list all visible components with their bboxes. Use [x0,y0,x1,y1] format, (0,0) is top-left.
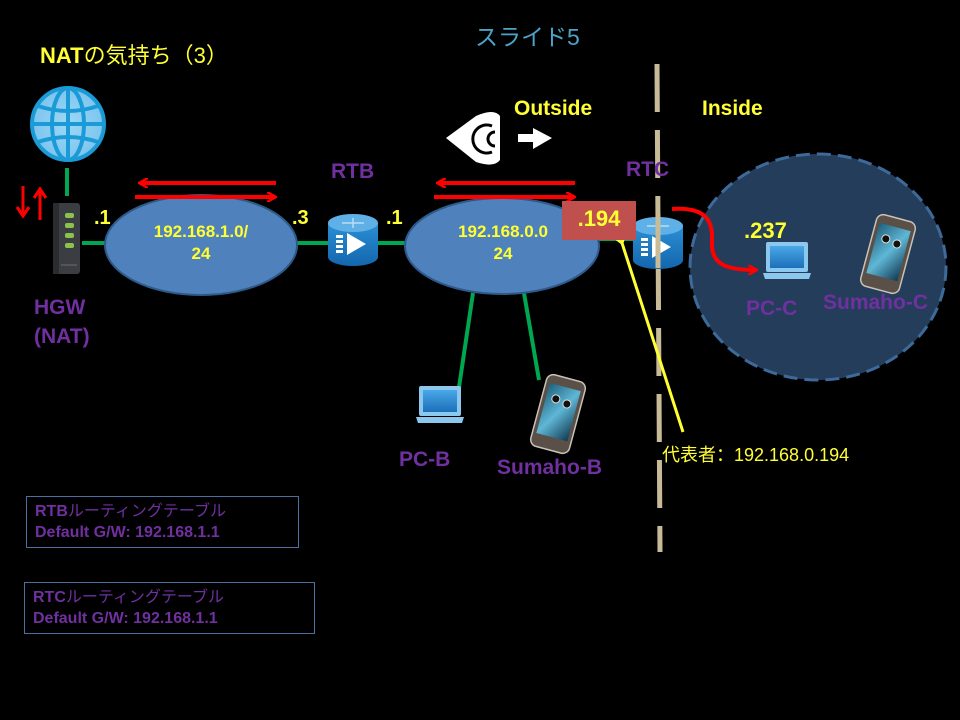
globe-icon [30,86,106,162]
smartphone-sumahoc-icon [859,213,917,295]
network-0-address: 192.168.0.0 [458,222,548,241]
rtb-routing-table-caption: ルーティングテーブル [67,503,226,520]
outside-label: Outside [514,97,593,120]
inside-label: Inside [702,97,763,120]
rtb-port-left: .3 [292,207,309,229]
rtc-routing-table-box: RTCルーティングテーブル Default G/W: 192.168.1.1 [24,582,315,634]
network-1-label: 192.168.1.0/ 24 [120,221,282,265]
rtb-default-gw: Default G/W: 192.168.1.1 [35,524,220,541]
link-net0-sumahob [522,292,541,381]
pc-c-address: .237 [744,218,787,243]
network-0-mask: 24 [493,244,513,263]
network-1-address: 192.168.1.0/ [153,222,249,241]
rtb-label: RTB [331,160,375,183]
rtb-routing-table-router: RTB [35,503,68,520]
slide-title-bold: NAT [40,43,84,68]
pc-c-label: PC-C [746,297,798,320]
slide-title-rest: の気持ち（3） [83,43,228,68]
sumaho-b-label: Sumaho-B [497,456,602,479]
home-gateway-icon [53,203,80,274]
laptop-pcb-icon [416,386,464,423]
pc-b-label: PC-B [399,448,451,471]
network-0-label: 192.168.0.0 24 [422,221,584,265]
hgw-port-label: .1 [94,207,111,229]
sumaho-c-label: Sumaho-C [823,291,928,314]
rtc-routing-table-router: RTC [33,589,66,606]
up-down-arrows-icon [15,186,48,220]
representative-annotation: 代表者：192.168.0.194 [662,445,850,465]
network-1-mask: 24 [191,244,211,263]
outside-inside-divider [654,63,663,553]
hgw-label-line1: HGW [34,296,86,319]
rtc-routing-table-caption: ルーティングテーブル [65,589,224,606]
inside-zone [688,152,948,382]
rtc-routing-table-title: RTCルーティングテーブル [33,587,306,608]
rtb-routing-table-box: RTBルーティングテーブル Default G/W: 192.168.1.1 [26,496,299,548]
rtc-label: RTC [626,158,670,181]
smartphone-sumahob-icon [529,373,587,455]
laptop-pcc-icon [763,242,811,279]
eye-icon [446,112,500,165]
slide-title: NATの気持ち（3） [40,38,228,70]
forward-arrow-rtc-to-pcc [671,206,756,270]
right-arrow-icon [518,128,552,149]
representative-pointer [622,243,685,433]
rtc-default-gw: Default G/W: 192.168.1.1 [33,610,218,627]
hgw-label-line2: (NAT) [34,325,90,348]
slide-number-label: スライド5 [475,24,580,50]
link-net0-pcb [456,292,475,395]
rtb-port-right: .1 [386,207,403,229]
router-rtb-icon [328,214,378,266]
rtb-routing-table-title: RTBルーティングテーブル [35,501,290,522]
rtc-outside-address-badge: .194 [562,201,636,240]
